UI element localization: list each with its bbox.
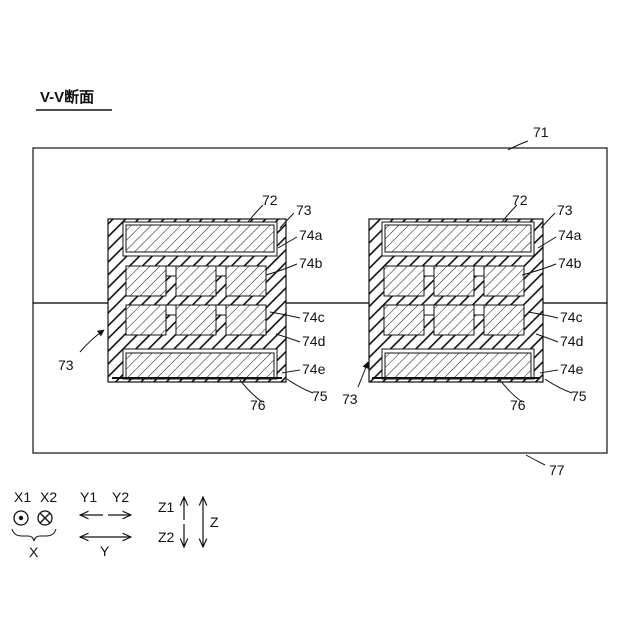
joint-74d-2 — [474, 266, 484, 276]
label-74b-right: 74b — [558, 255, 582, 271]
element-74c-1 — [126, 305, 166, 335]
label-74b-left: 74b — [299, 255, 323, 271]
label-74c-left: 74c — [302, 309, 325, 325]
sensor-unit-right — [369, 219, 543, 382]
label-73-left-side: 73 — [58, 357, 74, 373]
legend-z: Z — [210, 514, 219, 530]
joint-74d-1 — [424, 266, 434, 276]
bottom-plate-76 — [126, 353, 274, 378]
joint-74d-2 — [216, 266, 226, 276]
element-74b-1 — [384, 266, 424, 296]
label-73-right-side: 73 — [342, 391, 358, 407]
legend-x: X — [29, 544, 39, 560]
element-74c-1 — [384, 305, 424, 335]
label-74d-left: 74d — [302, 333, 325, 349]
axis-legend: X1 X2 X Y1 Y2 Y Z1 Z2 Z — [12, 489, 219, 560]
sensor-unit-left — [108, 219, 286, 382]
element-74c-3 — [226, 305, 266, 335]
legend-z2: Z2 — [158, 529, 175, 545]
legend-x1: X1 — [14, 489, 31, 505]
label-71: 71 — [533, 124, 549, 140]
bottom-plate-76 — [385, 353, 531, 378]
element-74b-2 — [434, 266, 474, 296]
joint-74d-4 — [216, 305, 226, 315]
element-74c-3 — [484, 305, 524, 335]
label-77: 77 — [549, 462, 565, 478]
joint-74d-3 — [424, 305, 434, 315]
label-72-left: 72 — [262, 192, 278, 208]
label-76-left: 76 — [250, 397, 266, 413]
label-73-left-top: 73 — [296, 202, 312, 218]
element-74b-3 — [226, 266, 266, 296]
joint-74d-3 — [166, 305, 176, 315]
label-76-right: 76 — [510, 397, 526, 413]
section-title: V-V断面 — [40, 88, 94, 106]
label-74e-left: 74e — [302, 361, 326, 377]
element-74c-2 — [176, 305, 216, 335]
joint-74d-1 — [166, 266, 176, 276]
element-74b-2 — [176, 266, 216, 296]
legend-z1: Z1 — [158, 499, 175, 515]
label-74e-right: 74e — [560, 361, 584, 377]
element-74c-2 — [434, 305, 474, 335]
label-75-left: 75 — [312, 388, 328, 404]
label-74a-left: 74a — [299, 227, 323, 243]
legend-x2: X2 — [40, 489, 57, 505]
legend-y2: Y2 — [112, 489, 129, 505]
x-brace — [12, 529, 56, 541]
top-plate-72 — [385, 225, 531, 252]
label-72-right: 72 — [512, 192, 528, 208]
label-74d-right: 74d — [560, 333, 583, 349]
element-74b-3 — [484, 266, 524, 296]
legend-y1: Y1 — [80, 489, 97, 505]
label-74c-right: 74c — [560, 309, 583, 325]
element-74b-1 — [126, 266, 166, 296]
legend-y: Y — [100, 543, 110, 559]
label-75-right: 75 — [571, 388, 587, 404]
joint-74d-4 — [474, 305, 484, 315]
label-74a-right: 74a — [558, 227, 582, 243]
top-plate-72 — [126, 225, 274, 252]
label-73-right-top: 73 — [557, 202, 573, 218]
